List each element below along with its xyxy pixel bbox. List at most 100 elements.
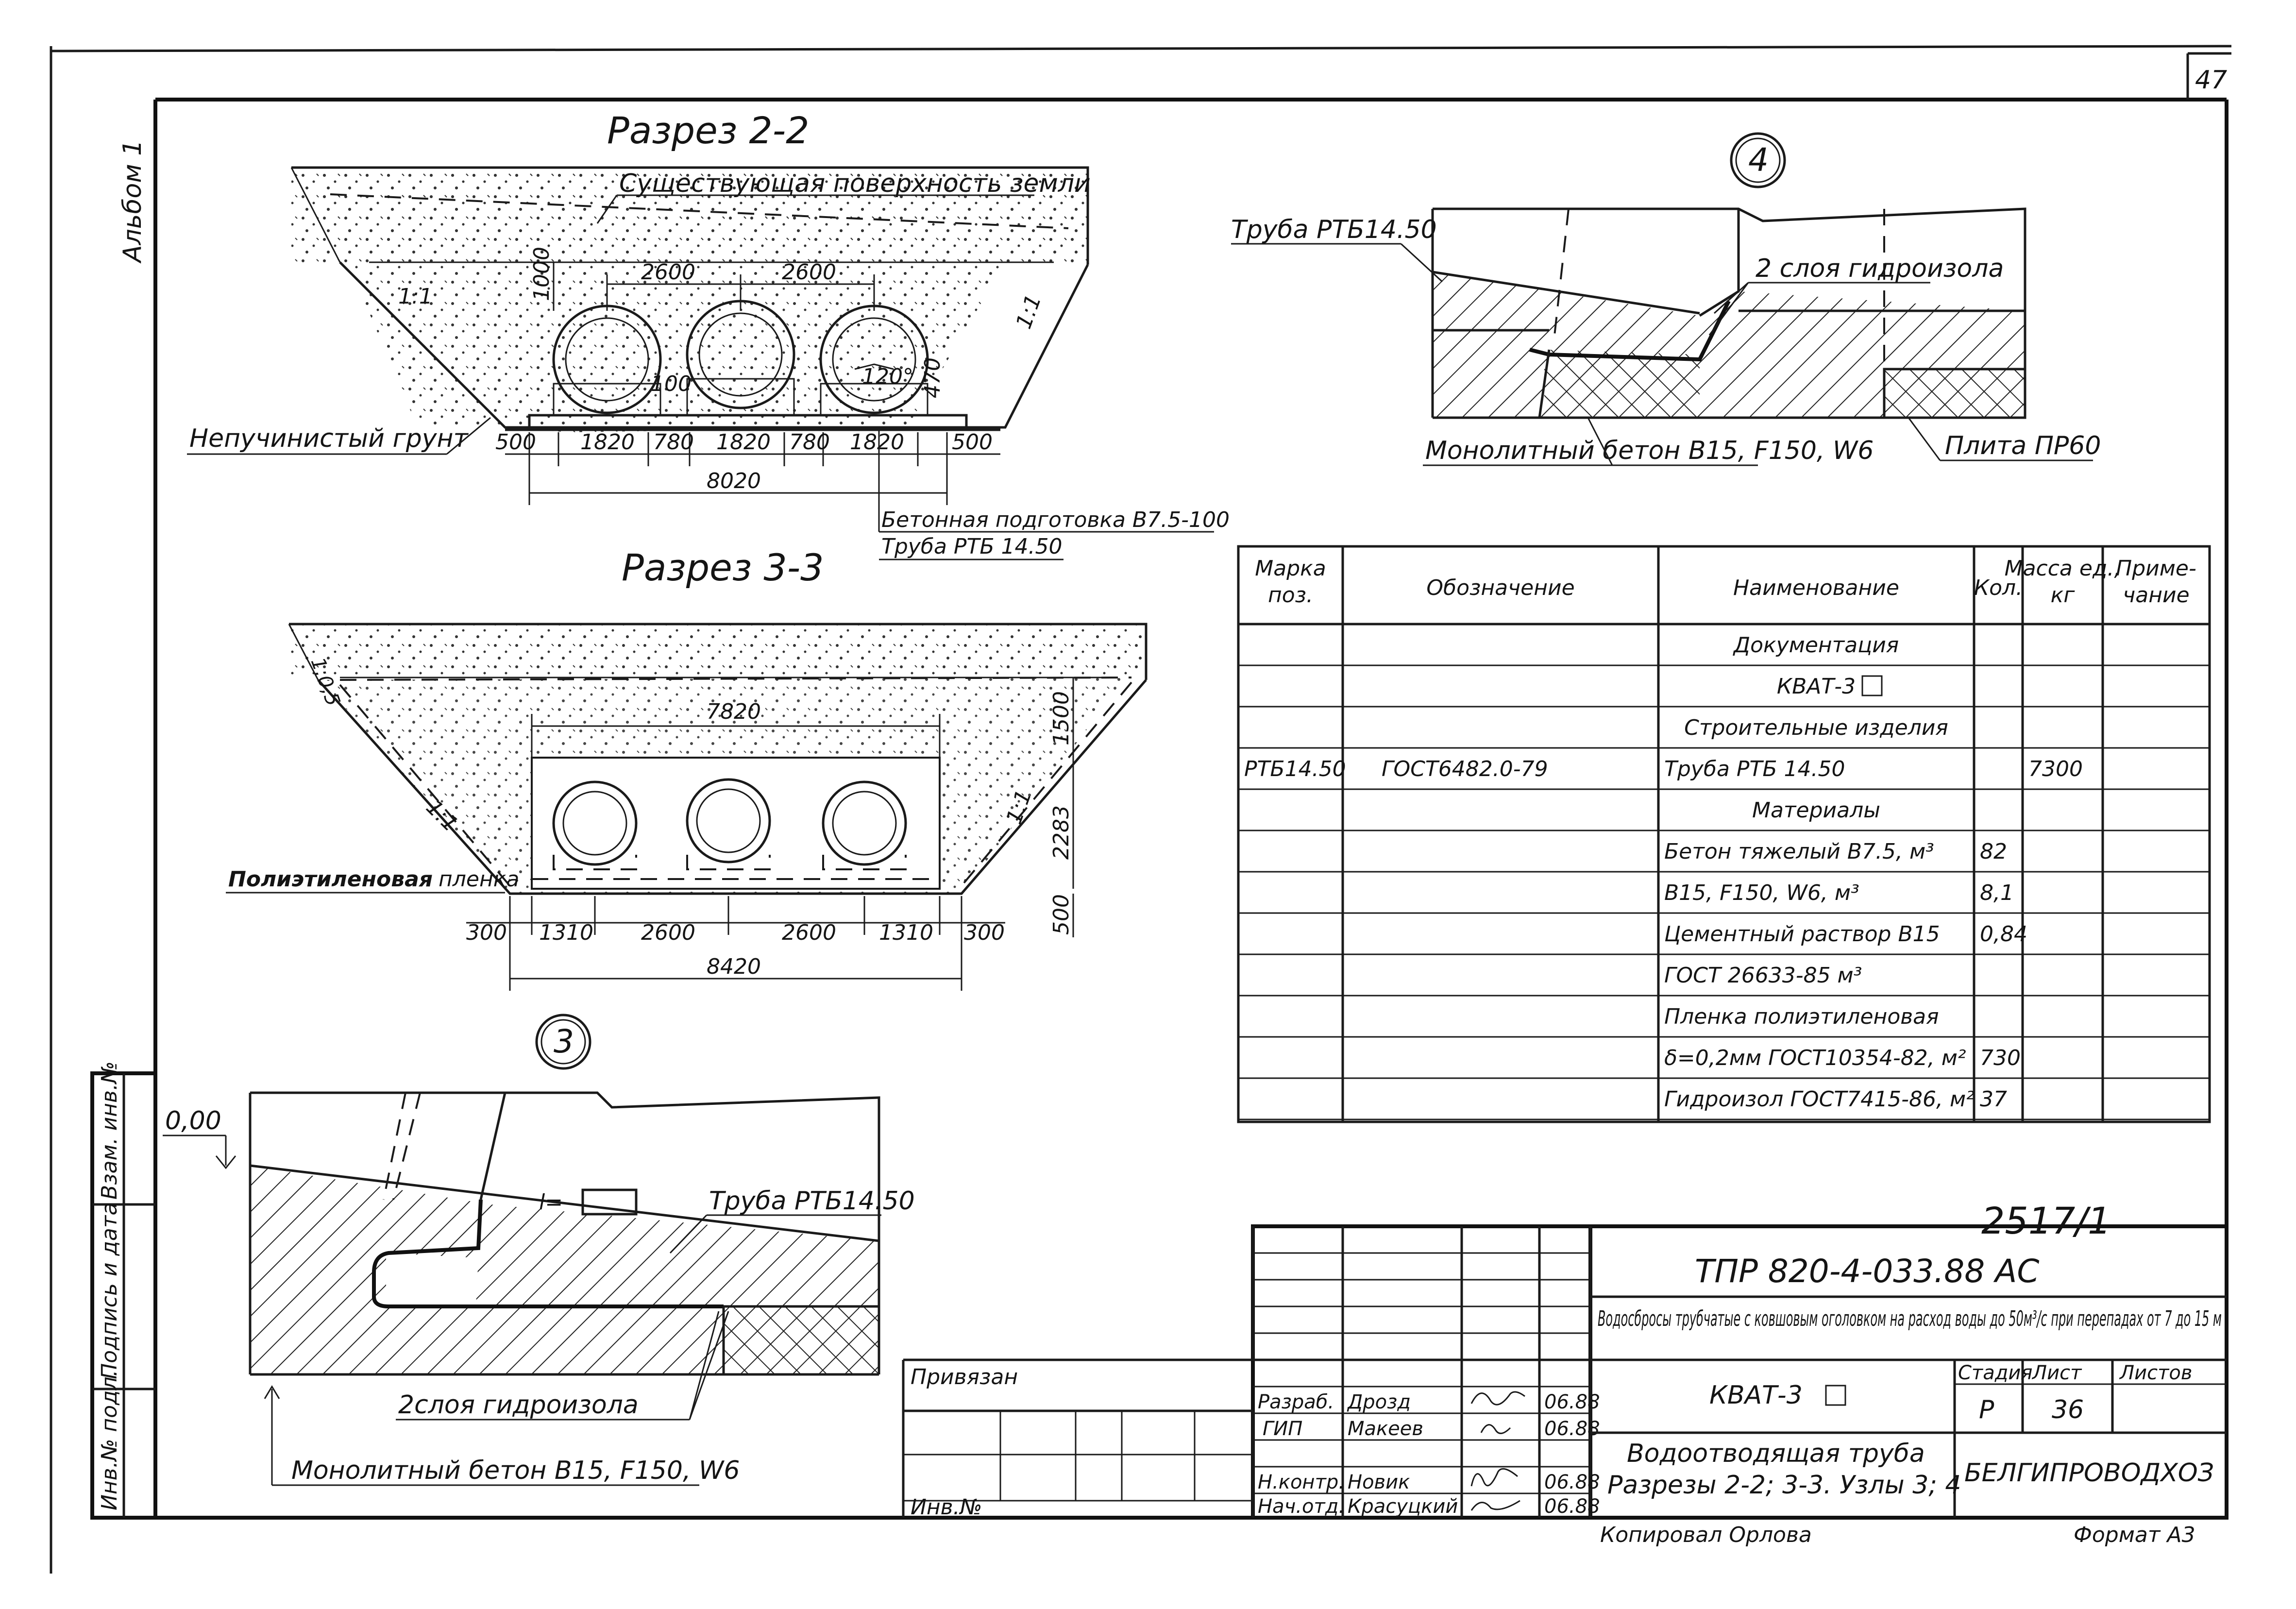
spec-cell-r8-c2: ГОСТ 26633-85 м³	[1664, 963, 1862, 988]
spec-cell-r3-c4: 7300	[2028, 757, 2083, 781]
spec-cell-r6-c3: 8,1	[1980, 881, 2014, 905]
spec-header-4-1: кг	[2051, 583, 2076, 608]
date-0: 06.88	[1544, 1391, 1600, 1413]
spec-cell-r2-c2: Строительные изделия	[1684, 715, 1948, 740]
spec-cell-r1-c2: КВАТ-3	[1777, 674, 1856, 699]
signature-1	[1470, 1391, 1525, 1406]
dim-b-1820-c: 1820	[850, 430, 904, 455]
name-2: Новик	[1348, 1471, 1410, 1493]
project-title-1: Водосбросы трубчатые с ковшовым оголовко…	[1598, 1306, 2222, 1331]
drawing-code: ТПР 820-4-033.88 АС	[1695, 1253, 2039, 1290]
dim-b-1820-b: 1820	[716, 430, 771, 455]
dim-b-500-r: 500	[952, 430, 993, 455]
node-3-number: 3	[554, 1023, 574, 1060]
dim-b-1820-a: 1820	[580, 430, 635, 455]
dim-3-300-r: 300	[964, 920, 1005, 945]
node-3-level: 0,00	[165, 1106, 221, 1135]
spec-cell-r10-c3: 730	[1980, 1046, 2021, 1070]
handwritten-number: 2517/1	[1981, 1199, 2111, 1242]
side-stamp-sign: Подпись и дата	[97, 1203, 122, 1379]
spec-checkbox-symbol	[1861, 675, 1883, 696]
spec-cell-r7-c2: Цементный раствор В15	[1664, 922, 1940, 947]
stage-value: Р	[1979, 1395, 1994, 1424]
side-stamp: Инв.№ подл. Подпись и дата Взам. инв.№	[90, 1061, 157, 1520]
node-3-hydro-label: 2слоя гидроизола	[398, 1390, 639, 1420]
pipe-section-3-3-2	[686, 778, 771, 870]
dim-470: 470	[920, 357, 945, 398]
date-1: 06.88	[1544, 1418, 1600, 1440]
node-3: 3 l= 0,00 Труба РТБ14.50 2слоя гидроизол…	[163, 1014, 915, 1486]
sheet-number: 47	[2195, 66, 2227, 95]
spec-cell-r6-c2: В15, F150, W6, м³	[1664, 881, 1859, 905]
node-4-plate-label: Плита ПР60	[1945, 431, 2101, 460]
dim-b-780-a: 780	[653, 430, 694, 455]
title-block: Привязан Инв.№ Разраб. Дрозд 06.88 ГИП М…	[902, 1224, 2228, 1547]
sheet-frame	[50, 45, 2232, 1574]
dim-1000: 1000	[529, 247, 554, 301]
node-4-pipe-label: Труба РТБ14.50	[1231, 215, 1437, 244]
privyazan-label: Привязан	[911, 1365, 1018, 1389]
drawing-name-1: Водоотводящая труба	[1627, 1439, 1925, 1468]
node-3-concrete-label: Монолитный бетон В15, F150, W6	[291, 1456, 740, 1485]
format-label: Формат А3	[2074, 1523, 2195, 1547]
node-4-hydro-label: 2 слоя гидроизола	[1756, 254, 2004, 283]
spec-header-5-1: чание	[2123, 583, 2189, 608]
inv-no-label: Инв.№	[911, 1495, 982, 1520]
dim-total-8420: 8420	[707, 954, 761, 979]
spec-table	[1237, 545, 2211, 1123]
date-3: 06.88	[1544, 1495, 1600, 1518]
soil-label: Непучинистый грунт	[189, 424, 469, 453]
spec-header-2-0: Наименование	[1733, 576, 1899, 600]
signature-3	[1470, 1468, 1518, 1487]
spec-cell-r3-c2: Труба РТБ 14.50	[1664, 757, 1845, 781]
spec-cell-r4-c2: Материалы	[1752, 798, 1880, 823]
bedding-label: Бетонная подготовка В7.5-100	[881, 508, 1230, 532]
sheet-value: 36	[2052, 1395, 2084, 1424]
side-stamp-replace: Взам. инв.№	[97, 1061, 122, 1200]
date-2: 06.88	[1544, 1471, 1600, 1493]
dim-3-300-l: 300	[466, 920, 507, 945]
spec-cell-r11-c3: 37	[1980, 1087, 2007, 1112]
spec-header-1-0: Обозначение	[1426, 576, 1574, 600]
dim-3-1310-r: 1310	[879, 920, 933, 945]
slope-left: 1:1	[398, 284, 433, 309]
spec-header-0-0: Марка	[1255, 556, 1326, 581]
spec-cell-r3-c1: ГОСТ6482.0-79	[1382, 757, 1548, 781]
spec-header-4-0: Масса ед.,	[2005, 556, 2121, 581]
name-1: Макеев	[1348, 1418, 1423, 1440]
spec-cell-r7-c3: 0,84	[1980, 922, 2027, 947]
angle-label: 120°	[862, 364, 913, 389]
spec-header-3-0: Кол.	[1974, 576, 2023, 600]
section-2-2: Разрез 2-2 120° 100 470	[187, 109, 1230, 560]
dim-100: 100	[651, 372, 692, 396]
copied-label: Копировал Орлова	[1600, 1523, 1812, 1547]
sheets-label: Листов	[2119, 1362, 2192, 1384]
ground-label: Существующая поверхность земли	[619, 169, 1091, 198]
role-0: Разраб.	[1258, 1391, 1334, 1413]
kvat-label: КВАТ-3	[1709, 1381, 1803, 1410]
section-3-3: Разрез 3-3 7820	[226, 546, 1148, 991]
node-4-number: 4	[1748, 141, 1769, 179]
pipe-label-2-2: Труба РТБ 14.50	[881, 534, 1062, 559]
spec-cell-r9-c2: Пленка полиэтиленовая	[1664, 1004, 1939, 1029]
spec-header-5-0: Приме-	[2116, 556, 2196, 581]
pipe-section-3-3-3	[822, 780, 907, 870]
spec-cell-r0-c2: Документация	[1733, 633, 1899, 658]
sheet-label: Лист	[2031, 1362, 2082, 1384]
stage-label: Стадия	[1958, 1362, 2032, 1384]
dim-3-1310-l: 1310	[539, 920, 593, 945]
spec-cell-r5-c3: 82	[1980, 839, 2007, 864]
node-4-concrete-label: Монолитный бетон В15, F150, W6	[1425, 436, 1874, 465]
spec-cell-r5-c2: Бетон тяжелый В7.5, м³	[1664, 839, 1934, 864]
dim-7820: 7820	[707, 699, 761, 724]
dim-1500: 1500	[1049, 691, 1074, 745]
spec-cell-r3-c0: РТБ14.50	[1244, 757, 1346, 781]
spec-header-0-1: поз.	[1268, 583, 1313, 608]
album-label: Альбом 1	[118, 140, 147, 264]
signature-4	[1470, 1500, 1520, 1511]
role-1: ГИП	[1263, 1418, 1302, 1440]
dim-500-v: 500	[1049, 894, 1074, 935]
drawing-name-2: Разрезы 2-2; 3-3. Узлы 3; 4	[1607, 1471, 1961, 1500]
